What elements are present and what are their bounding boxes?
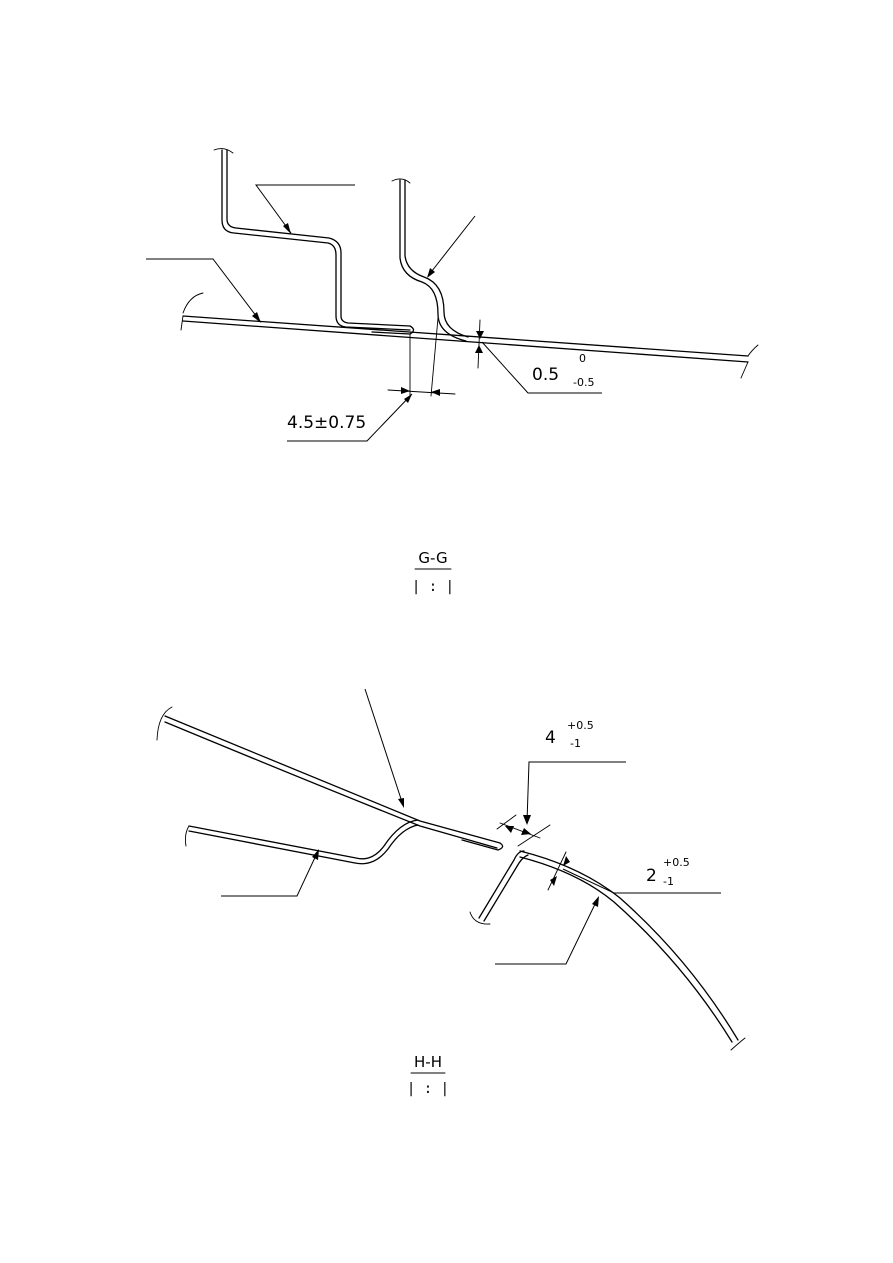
- hh-dim-len2-upper: +0.5: [663, 856, 690, 869]
- hh-leaders: [221, 688, 599, 965]
- gg-left-bracket: [213, 148, 415, 335]
- gg-dim-clear-lower: -0.5: [573, 376, 594, 389]
- view-hh: 4 +0.5 -1 2 +0.5 -1 H-H | : |: [156, 688, 746, 1097]
- gg-dim-clear-upper: 0: [579, 352, 586, 365]
- gg-base-panel: [180, 292, 759, 379]
- gg-right-flange: [391, 178, 469, 342]
- hh-view-scale: | : |: [407, 1081, 449, 1097]
- hh-dim-len2: 2 +0.5 -1: [547, 851, 721, 894]
- gg-title-block: G-G | : |: [412, 549, 454, 595]
- gg-dim-gap-label: 4.5±0.75: [287, 413, 366, 433]
- hh-dim-len2-lower: -1: [663, 875, 674, 888]
- gg-dim-clear: 0.5 0 -0.5: [475, 319, 602, 394]
- hh-dim-len4-lower: -1: [570, 737, 581, 750]
- gg-dim-clear-value: 0.5: [532, 365, 559, 385]
- gg-dim-gap: 4.5±0.75: [287, 317, 456, 442]
- hh-dim-len4: 4 +0.5 -1: [496, 719, 626, 847]
- gg-view-title: G-G: [418, 549, 447, 567]
- view-gg: 4.5±0.75 0.5 0 -0.5 G-G | : |: [146, 148, 759, 595]
- hh-title-block: H-H | : |: [407, 1053, 449, 1097]
- hh-dim-len4-upper: +0.5: [567, 719, 594, 732]
- hh-dim-len4-value: 4: [545, 728, 556, 748]
- gg-leaders: [146, 184, 476, 323]
- hh-lower-panel: [184, 819, 419, 865]
- hh-dim-len2-value: 2: [646, 866, 657, 886]
- gg-view-scale: | : |: [412, 579, 454, 595]
- hh-bracket: [469, 850, 529, 925]
- hh-upper-panel: [156, 706, 504, 851]
- hh-view-title: H-H: [414, 1053, 442, 1071]
